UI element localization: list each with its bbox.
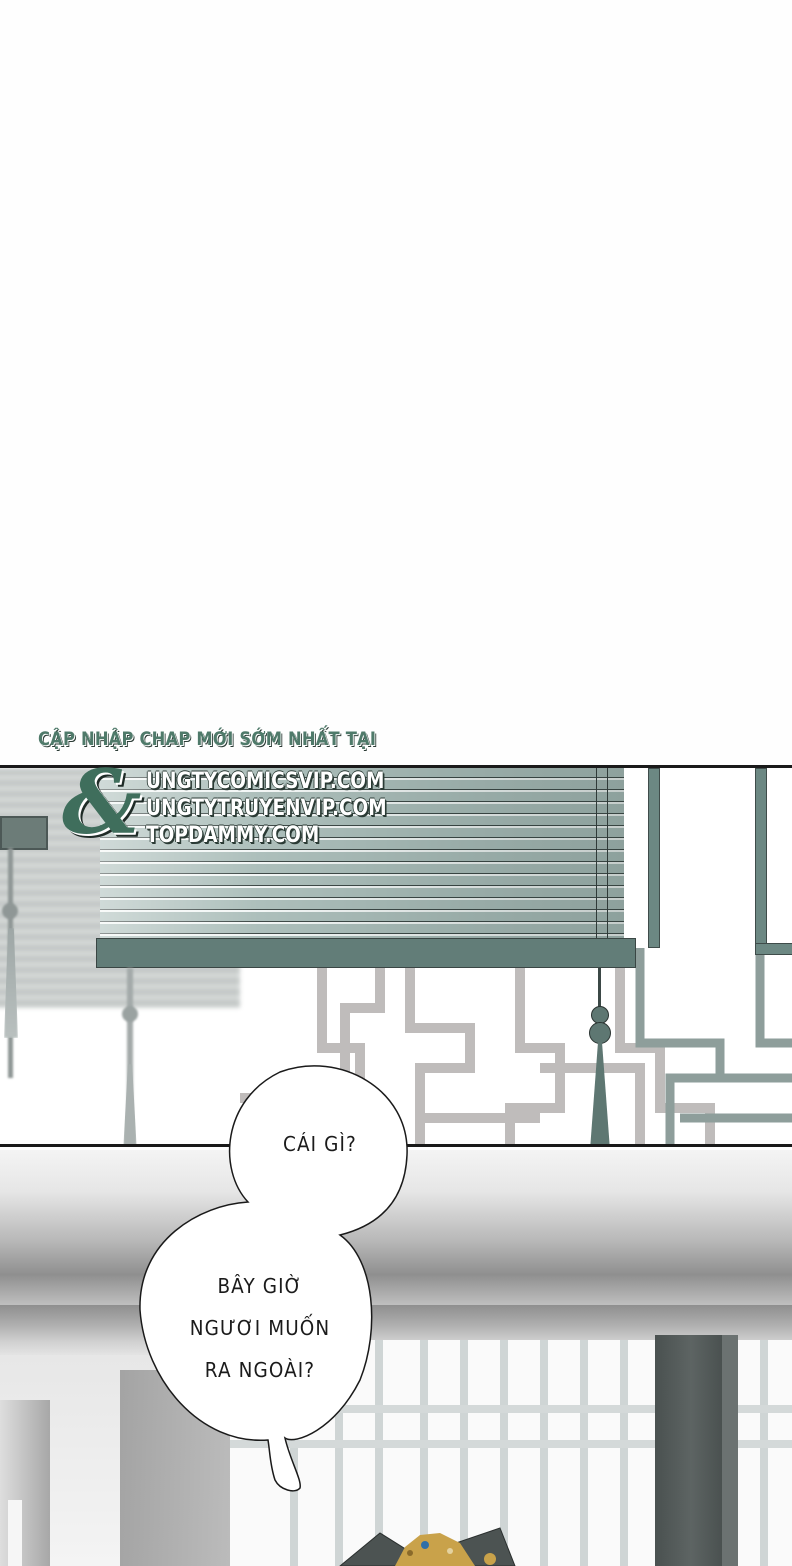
window-mullion xyxy=(540,1340,548,1566)
blind-cord-blurred xyxy=(127,968,133,1144)
dialogue-line: NGƯƠI MUỐN xyxy=(189,1316,331,1340)
window-mullion xyxy=(500,1340,508,1566)
speech-bubble xyxy=(139,1065,408,1492)
watermark-url: UNGTYCOMICSVIP.COM xyxy=(146,769,385,794)
window-frame-post xyxy=(755,768,767,948)
window-mullion xyxy=(375,1340,383,1566)
blank-top-area xyxy=(0,0,792,765)
dialogue-bubble-2: BÂY GIỜ NGƯƠI MUỐN RA NGOÀI? xyxy=(163,1265,356,1391)
ampersand-logo-icon: & xyxy=(62,750,142,854)
bamboo-blind xyxy=(100,768,624,940)
dialogue-line: RA NGOÀI? xyxy=(204,1358,316,1382)
dialogue-bubble-1: CÁI GÌ? xyxy=(260,1123,380,1165)
window-mullion xyxy=(335,1340,343,1566)
panel-interior xyxy=(0,1150,792,1566)
left-wall-highlight xyxy=(8,1500,22,1566)
window-mullion xyxy=(460,1340,468,1566)
cord-knot-left xyxy=(2,903,18,919)
window-mullion xyxy=(290,1340,298,1566)
window-frame-post xyxy=(648,768,660,948)
tassel-left xyxy=(4,928,18,1038)
blind-cord xyxy=(598,968,601,1008)
window-mullion xyxy=(580,1340,588,1566)
character-hat xyxy=(339,1527,516,1566)
window-transom xyxy=(230,1405,792,1413)
dialogue-line: CÁI GÌ? xyxy=(283,1132,357,1156)
blind-shading xyxy=(100,768,624,940)
window-frame-rail xyxy=(755,943,792,955)
blind-bottom-rail xyxy=(96,938,636,968)
watermark-urls: UNGTYCOMICSVIP.COM UNGTYTRUYENVIP.COM TO… xyxy=(146,768,387,849)
cord-bead xyxy=(589,1022,611,1044)
blind-ladder-strings xyxy=(596,768,608,940)
watermark-header: CẬP NHẬP CHAP MỚI SỚM NHẤT TẠI xyxy=(38,728,377,750)
window-transom xyxy=(230,1440,792,1448)
window-mullion xyxy=(760,1340,768,1566)
cord-knot-blurred xyxy=(122,1006,138,1022)
dialogue-line: BÂY GIỜ xyxy=(217,1274,303,1298)
panel-blinds-lattice xyxy=(0,765,792,1147)
dark-doorway xyxy=(655,1335,727,1566)
window-mullion xyxy=(620,1340,628,1566)
blind-rail-left xyxy=(0,816,48,850)
window-mullion xyxy=(420,1340,428,1566)
door-edge xyxy=(722,1335,738,1566)
watermark-url: UNGTYTRUYENVIP.COM xyxy=(146,796,387,821)
watermark-url: TOPDAMMY.COM xyxy=(146,823,320,848)
